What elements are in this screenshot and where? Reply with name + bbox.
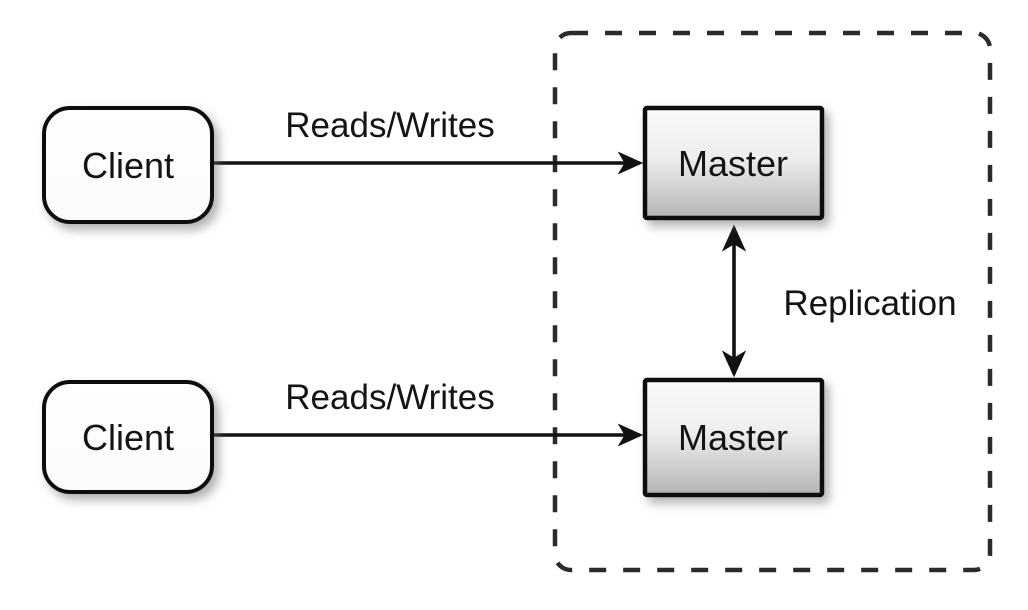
master-bottom-label: Master	[678, 417, 788, 458]
node-master-top[interactable]: Master	[642, 105, 825, 221]
master-top-box[interactable]	[642, 105, 825, 221]
database-cluster-group	[552, 30, 993, 573]
master-bottom-box[interactable]	[642, 377, 825, 498]
master-top-label: Master	[678, 143, 788, 184]
node-client-top[interactable]: Client	[42, 106, 214, 224]
edge-client-bottom-to-master-bottom: Reads/Writes	[212, 378, 644, 447]
client-bottom-box[interactable]	[42, 380, 214, 494]
client-top-label: Client	[82, 145, 174, 186]
edge-label-replication: Replication	[783, 284, 956, 323]
node-master-bottom[interactable]: Master	[642, 377, 825, 498]
edge-client-top-to-master-top: Reads/Writes	[212, 106, 644, 175]
client-top-box[interactable]	[42, 106, 214, 224]
edge-label-reads-writes-bottom: Reads/Writes	[285, 378, 494, 417]
edge-label-reads-writes-top: Reads/Writes	[285, 106, 494, 145]
node-client-bottom[interactable]: Client	[42, 380, 214, 494]
client-bottom-label: Client	[82, 417, 174, 458]
edge-master-replication: Replication	[721, 224, 957, 378]
